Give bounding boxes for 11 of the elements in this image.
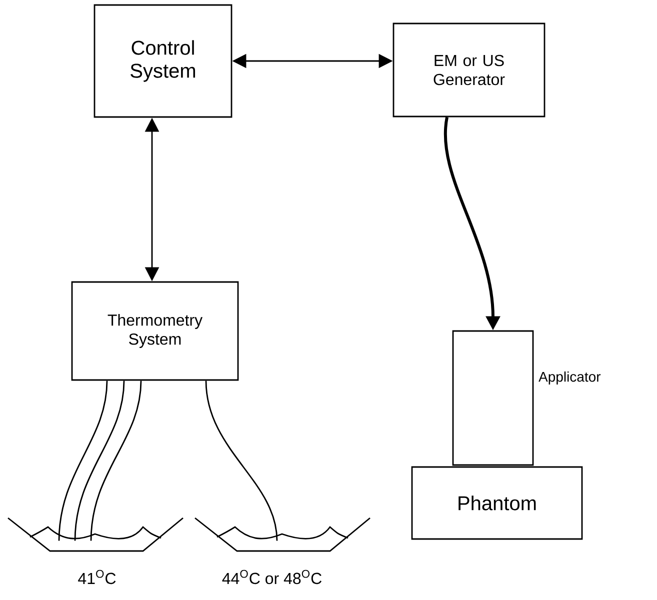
temperature-label: 44$^{O}$C or 48$^{O}$C bbox=[222, 570, 322, 584]
process-box: EM or US Generator bbox=[392, 22, 546, 118]
beside-label: Applicator bbox=[538, 371, 601, 385]
process-box: Phantom bbox=[411, 466, 583, 540]
probe-wire bbox=[58, 380, 108, 541]
probe-wire bbox=[74, 380, 125, 541]
process-box: Thermometry System bbox=[71, 281, 239, 381]
probe-wire bbox=[205, 380, 278, 541]
process-box: Control System bbox=[94, 4, 232, 118]
temperature-label: 41$^{O}$C bbox=[78, 570, 116, 584]
probe-wire bbox=[90, 380, 142, 541]
